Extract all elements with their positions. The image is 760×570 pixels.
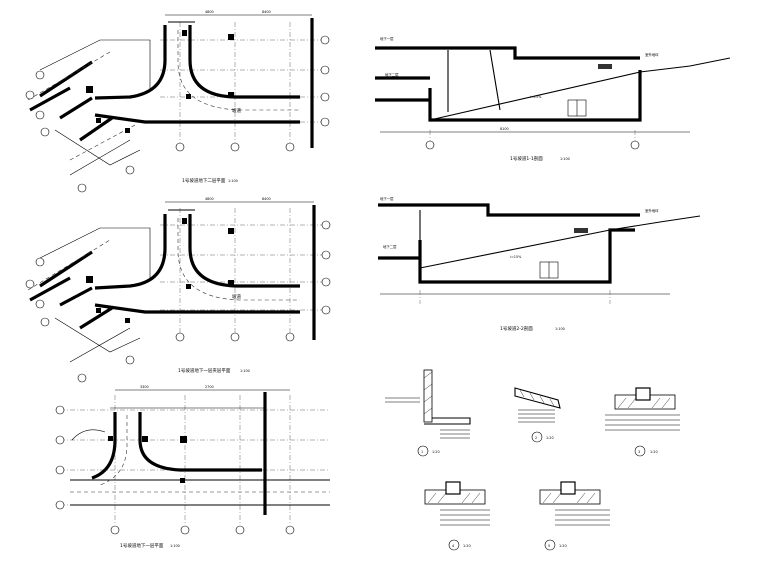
detail2-num: 2 [535,436,537,440]
detail-2: 2 1:20 [514,387,561,443]
section2-scale: 1:100 [555,327,565,331]
section1-scale: 1:100 [560,157,570,161]
sec2-level-b1: 地下一层 [380,196,394,201]
plan1-scale: 1:100 [228,179,238,183]
detail-3: 3 1:20 [605,387,680,457]
detail1-scale: 1:20 [432,450,440,454]
plan1-title: 1号坡道地下二层平面 [182,177,226,184]
dim-mid-1: 4800 [205,197,214,201]
plan2-title: 1号坡道地下一层夹层平面 [178,367,231,374]
sec2-slope: i=15% [510,255,522,259]
detail3-num: 3 [638,450,640,454]
sec1-level-b1: 地下一层 [380,36,394,41]
dim-bot-2: 2700 [205,385,214,389]
detail5-scale: 1:20 [559,544,567,548]
section1-title: 1号坡道1-1剖面 [510,155,543,162]
plan-b1-full: 3300 2700 1号坡道地下一层平面 1:100 [55,385,330,549]
dim-top-1: 4800 [205,10,214,14]
plan2-scale: 1:100 [240,369,250,373]
sec1-level-b2: 地下二层 [385,72,399,77]
plan-b1: 4800 8400 坡道 1号坡道地下一层夹层平面 1:100 [25,197,331,383]
plan1-ramp-label: 坡道 [232,107,241,114]
sec2-ground: 室外地坪 [645,208,659,213]
detail3-scale: 1:20 [650,450,658,454]
plan-b2: 4800 8400 坡道 1号坡道地下二层平面 1:100 [25,10,330,193]
dim-bot-1: 3300 [140,385,149,389]
detail-1: 1 1:20 [385,369,471,457]
dim-mid-2: 8400 [262,197,271,201]
detail4-num: 4 [452,544,454,548]
plan2-ramp-label: 坡道 [232,293,241,300]
detail2-scale: 1:20 [546,436,554,440]
detail-5: 5 1:20 [539,481,610,551]
detail5-num: 5 [548,544,550,548]
sec2-level-b2: 地下二层 [383,244,397,249]
section2-title: 1号坡道2-2剖面 [500,325,533,332]
sec1-ground: 室外地坪 [645,52,659,57]
plan3-scale: 1:100 [170,544,180,548]
detail4-scale: 1:20 [463,544,471,548]
detail-4: 4 1:20 [424,481,490,551]
dim-top-2: 8400 [262,10,271,14]
section-2-2: 地下一层 地下二层 室外地坪 i=15% 1号坡道2-2剖面 1:100 [378,196,701,332]
section-1-1: 地下一层 地下二层 室外地坪 i=15% 8100 1号坡道1-1剖面 1:10… [375,36,731,162]
sec1-slope: i=15% [530,95,542,99]
detail1-num: 1 [421,450,423,454]
sec1-dim: 8100 [500,127,509,131]
plan3-title: 1号坡道地下一层平面 [120,542,164,549]
